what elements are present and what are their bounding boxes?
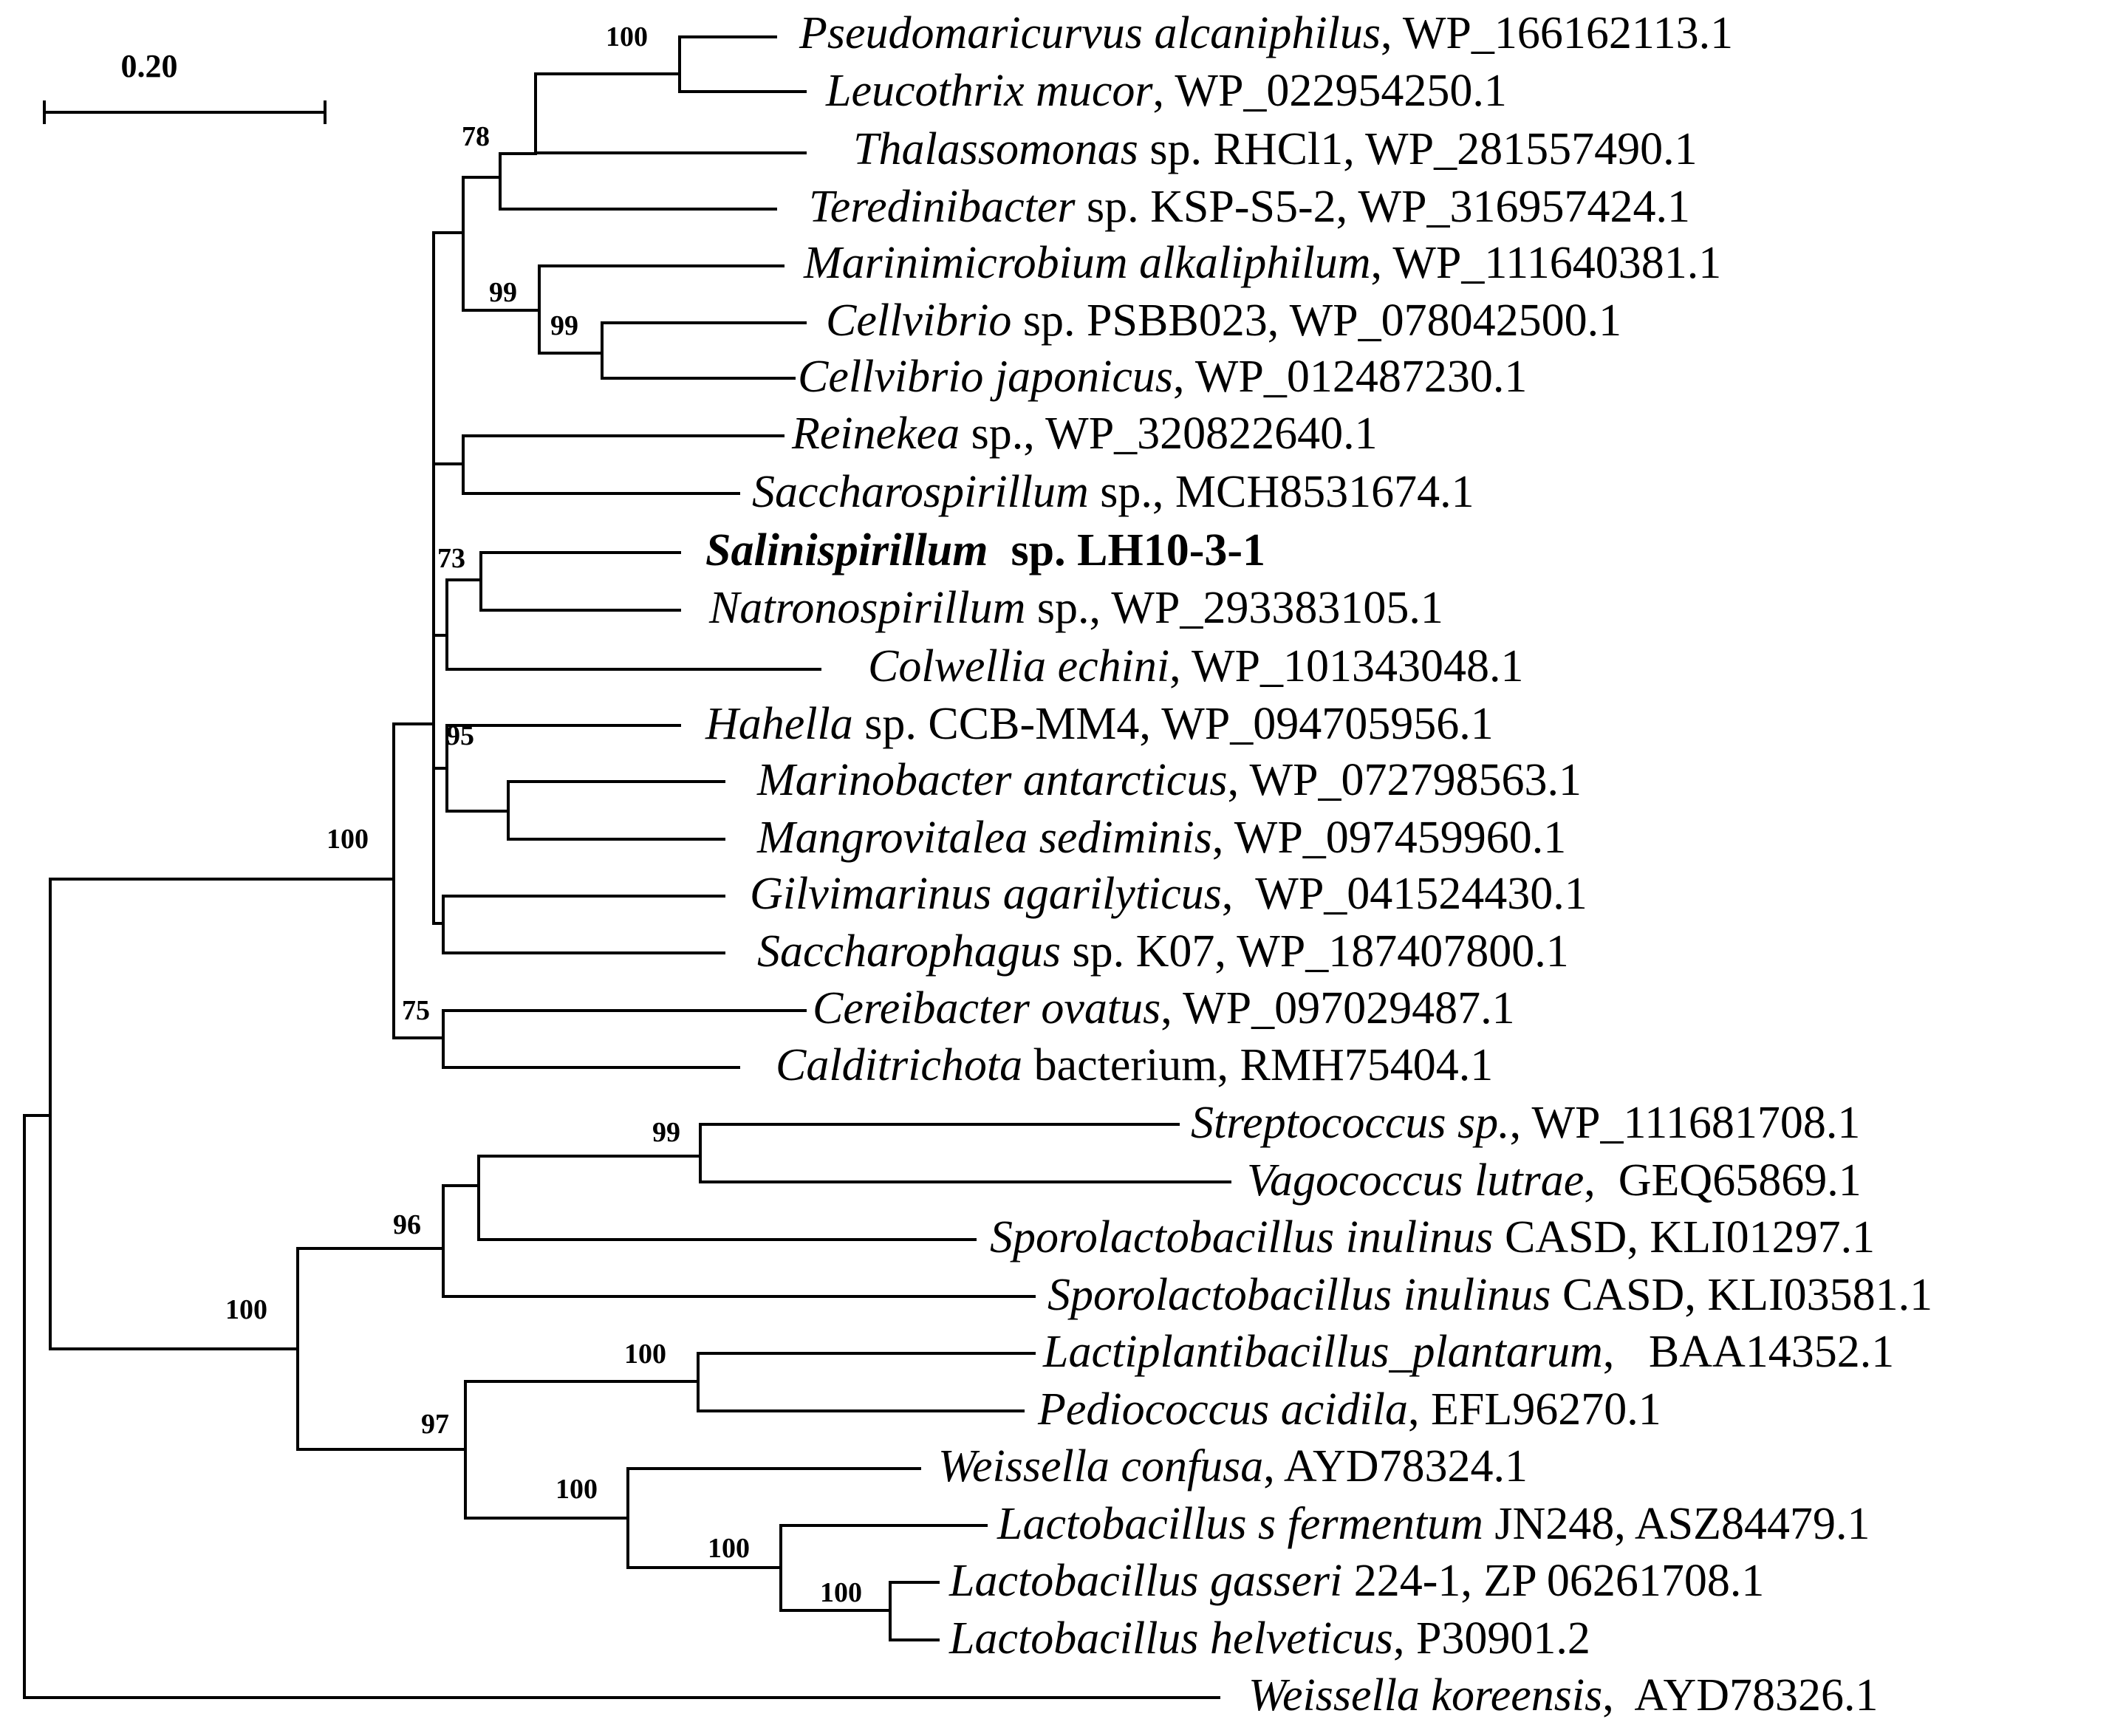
bootstrap-label: 75 bbox=[402, 995, 430, 1026]
bootstrap-label: 100 bbox=[225, 1294, 267, 1325]
leaf-label: Pseudomaricurvus alcaniphilus, WP_166162… bbox=[799, 8, 1733, 58]
bootstrap-label: 100 bbox=[820, 1577, 862, 1608]
bootstrap-label: 99 bbox=[489, 277, 517, 308]
leaf-label: Lactobacillus gasseri 224-1, ZP 06261708… bbox=[948, 1556, 1764, 1606]
leaf-label: Weissella confusa, AYD78324.1 bbox=[938, 1441, 1528, 1491]
leaf-label: Pediococcus acidila, EFL96270.1 bbox=[1037, 1384, 1661, 1435]
bootstrap-label: 78 bbox=[462, 121, 490, 152]
bootstrap-label: 100 bbox=[556, 1474, 598, 1505]
tree-branches bbox=[23, 35, 1231, 1699]
leaf-label: Thalassomonas sp. RHCl1, WP_281557490.1 bbox=[853, 124, 1698, 174]
bootstrap-label: 100 bbox=[606, 21, 648, 52]
bootstrap-label: 100 bbox=[708, 1533, 750, 1564]
leaf-label: Hahella sp. CCB-MM4, WP_094705956.1 bbox=[705, 699, 1494, 749]
leaf-label: Reinekea sp., WP_320822640.1 bbox=[791, 409, 1378, 459]
scale-bar-line bbox=[43, 100, 327, 124]
leaf-label: Gilvimarinus agarilyticus, WP_041524430.… bbox=[750, 869, 1587, 919]
leaf-label: Sporolactobacillus inulinus CASD, KLI012… bbox=[990, 1212, 1875, 1262]
leaf-label: Lactobacillus helveticus, P30901.2 bbox=[948, 1613, 1590, 1664]
leaf-label-highlighted: Salinispirillum sp. LH10-3-1 bbox=[705, 525, 1265, 575]
leaf-label: Saccharospirillum sp., MCH8531674.1 bbox=[752, 467, 1474, 517]
leaf-label: Natronospirillum sp., WP_293383105.1 bbox=[708, 583, 1443, 633]
leaf-label: Saccharophagus sp. K07, WP_187407800.1 bbox=[757, 926, 1569, 977]
bootstrap-label: 95 bbox=[446, 720, 474, 751]
bootstrap-values: 100 78 99 99 73 95 100 75 99 96 100 100 … bbox=[225, 21, 862, 1608]
leaf-label: Vagococcus lutrae, GEQ65869.1 bbox=[1247, 1155, 1862, 1206]
leaf-label: Colwellia echini, WP_101343048.1 bbox=[868, 641, 1524, 691]
bootstrap-label: 100 bbox=[327, 824, 369, 855]
leaf-label: Streptococcus sp., WP_111681708.1 bbox=[1191, 1098, 1860, 1148]
leaf-labels: Pseudomaricurvus alcaniphilus, WP_166162… bbox=[705, 8, 1932, 1720]
bootstrap-label: 96 bbox=[393, 1209, 421, 1240]
scale-bar: 0.20 bbox=[43, 48, 327, 124]
leaf-label: Leucothrix mucor, WP_022954250.1 bbox=[825, 66, 1507, 116]
bootstrap-label: 99 bbox=[550, 310, 578, 341]
leaf-label: Teredinibacter sp. KSP-S5-2, WP_31695742… bbox=[809, 182, 1690, 232]
leaf-label: Mangrovitalea sediminis, WP_097459960.1 bbox=[756, 813, 1566, 863]
leaf-label: Marinimicrobium alkaliphilum, WP_1116403… bbox=[803, 238, 1721, 288]
bootstrap-label: 100 bbox=[624, 1339, 666, 1370]
leaf-label: Lactobacillus s fermentum JN248, ASZ8447… bbox=[997, 1499, 1870, 1549]
bootstrap-label: 97 bbox=[421, 1409, 449, 1440]
scale-bar-label: 0.20 bbox=[121, 48, 178, 84]
bootstrap-label: 99 bbox=[652, 1117, 680, 1148]
bootstrap-label: 73 bbox=[437, 543, 465, 574]
leaf-label: Cereibacter ovatus, WP_097029487.1 bbox=[813, 983, 1515, 1033]
leaf-label: Calditrichota bacterium, RMH75404.1 bbox=[776, 1040, 1493, 1090]
leaf-label: Sporolactobacillus inulinus CASD, KLI035… bbox=[1047, 1270, 1932, 1320]
leaf-label: Lactiplantibacillus_plantarum, BAA14352.… bbox=[1042, 1327, 1894, 1377]
leaf-label: Cellvibrio japonicus, WP_012487230.1 bbox=[798, 352, 1527, 402]
leaf-label: Weissella koreensis, AYD78326.1 bbox=[1248, 1670, 1879, 1720]
leaf-label: Cellvibrio sp. PSBB023, WP_078042500.1 bbox=[826, 295, 1621, 346]
leaf-label: Marinobacter antarcticus, WP_072798563.1 bbox=[756, 755, 1582, 805]
